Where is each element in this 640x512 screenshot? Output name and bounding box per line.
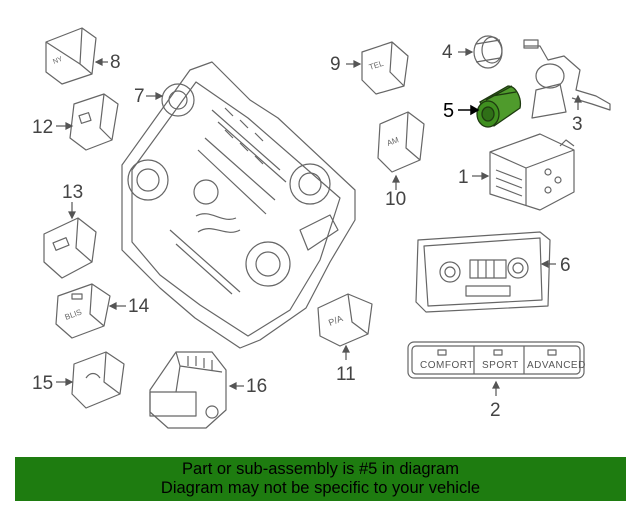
advanced-label: ADVANCED bbox=[527, 360, 586, 371]
part-2-button-strip[interactable] bbox=[407, 341, 585, 379]
callout-5-highlighted: 5 bbox=[443, 100, 454, 122]
sport-label: SPORT bbox=[482, 360, 519, 371]
callout-7: 7 bbox=[134, 86, 145, 107]
callout-14: 14 bbox=[128, 296, 150, 317]
callout-9: 9 bbox=[330, 54, 341, 75]
pa-label: P/A bbox=[327, 313, 344, 328]
comfort-label: COMFORT bbox=[420, 360, 474, 371]
info-banner: Part or sub-assembly is #5 in diagram Di… bbox=[15, 457, 626, 501]
callout-11: 11 bbox=[336, 364, 356, 385]
callout-2: 2 bbox=[490, 400, 501, 421]
callout-15: 15 bbox=[32, 373, 53, 394]
ny-label: NY bbox=[52, 56, 64, 66]
callout-1: 1 bbox=[458, 167, 469, 188]
part-1-module[interactable] bbox=[489, 133, 575, 211]
callout-8: 8 bbox=[110, 52, 121, 73]
callout-4: 4 bbox=[442, 42, 453, 63]
callout-10: 10 bbox=[385, 189, 406, 210]
banner-line-1: Part or sub-assembly is #5 in diagram bbox=[182, 460, 459, 478]
part-10-am-switch[interactable] bbox=[377, 111, 425, 173]
part-6-face-panel[interactable] bbox=[415, 231, 551, 313]
part-9-tel-switch[interactable] bbox=[361, 41, 409, 95]
parts-diagram: COMFORT SPORT ADVANCED TEL AM P/A BLIS N… bbox=[32, 27, 611, 429]
part-8-switch[interactable] bbox=[45, 27, 97, 85]
blis-label: BLIS bbox=[64, 307, 83, 321]
part-3-sensor[interactable] bbox=[523, 39, 611, 119]
callout-3: 3 bbox=[572, 114, 583, 135]
part-5-knob-highlighted[interactable] bbox=[476, 85, 522, 128]
banner-line-2: Diagram may not be specific to your vehi… bbox=[160, 479, 481, 497]
am-label: AM bbox=[386, 135, 401, 148]
part-15-switch[interactable] bbox=[71, 351, 125, 409]
part-16-module[interactable] bbox=[149, 351, 227, 429]
part-11-pa-switch[interactable] bbox=[317, 293, 373, 347]
callout-13: 13 bbox=[62, 182, 83, 203]
part-13-switch[interactable] bbox=[43, 217, 97, 279]
callout-12: 12 bbox=[32, 117, 53, 138]
part-14-blis-switch[interactable] bbox=[55, 283, 111, 339]
part-12-switch[interactable] bbox=[69, 93, 119, 151]
callout-16: 16 bbox=[246, 376, 267, 397]
part-7-control-panel[interactable] bbox=[121, 61, 356, 349]
tel-label: TEL bbox=[368, 59, 385, 72]
part-4-knob[interactable] bbox=[473, 35, 503, 69]
callout-6: 6 bbox=[560, 255, 571, 276]
